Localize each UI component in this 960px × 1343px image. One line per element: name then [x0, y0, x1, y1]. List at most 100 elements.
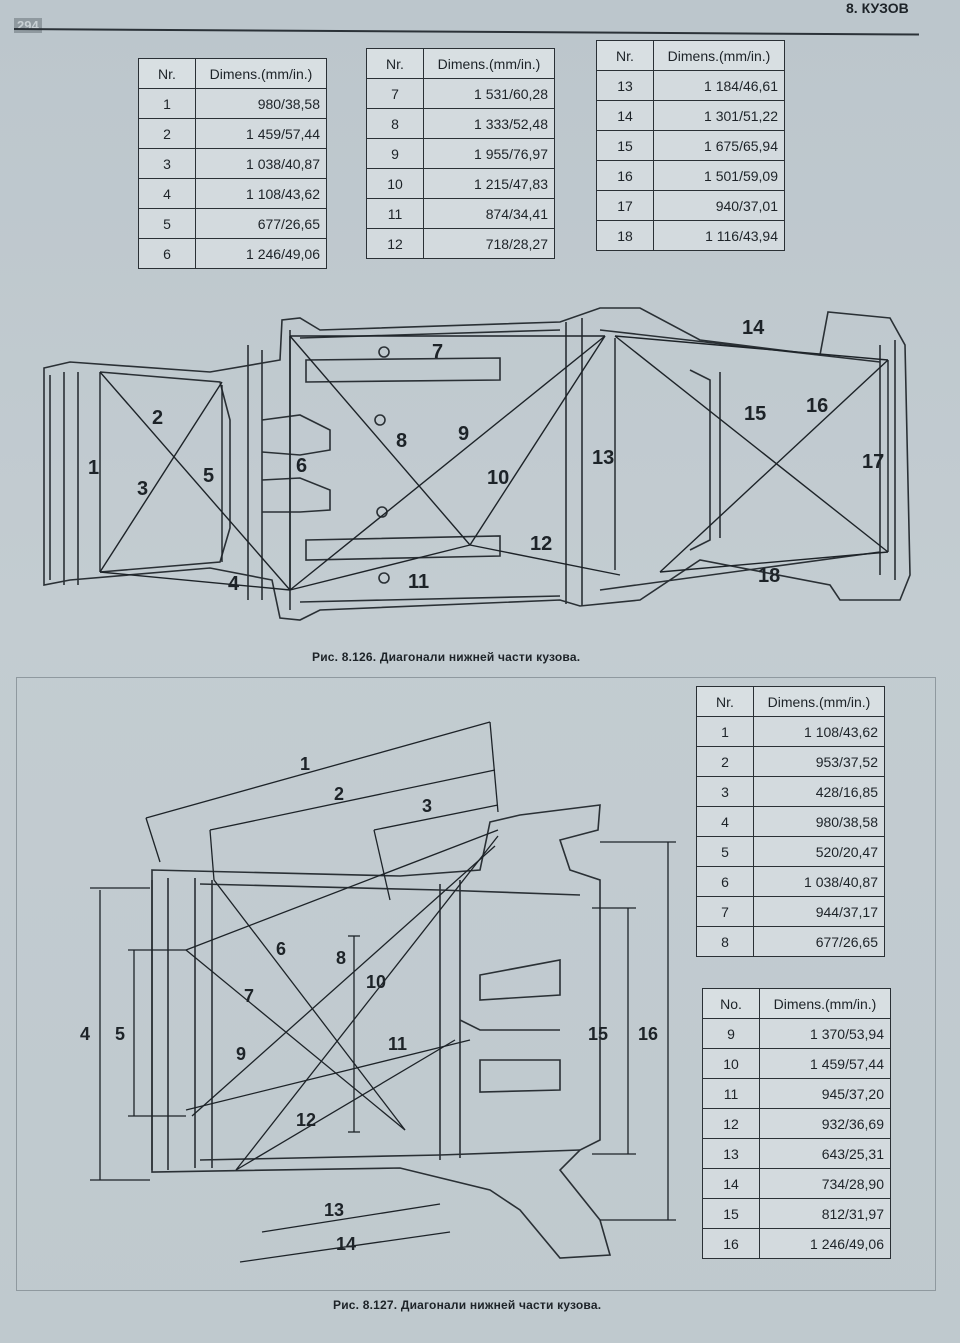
row-dimension: 940/37,01: [653, 190, 785, 221]
row-dimension: 1 116/43,94: [653, 220, 785, 251]
fig2-label-5: 5: [115, 1024, 125, 1044]
fig2-label-14: 14: [336, 1234, 356, 1254]
row-dimension: 1 531/60,28: [423, 78, 555, 109]
row-number: 5: [138, 208, 196, 239]
row-dimension: 1 370/53,94: [759, 1018, 891, 1049]
row-number: 17: [596, 190, 654, 221]
col-dim-header: Dimens.(mm/in.): [759, 988, 891, 1019]
row-number: 9: [702, 1018, 760, 1049]
row-dimension: 1 038/40,87: [195, 148, 327, 179]
row-dimension: 643/25,31: [759, 1138, 891, 1169]
row-dimension: 1 675/65,94: [653, 130, 785, 161]
row-number: 1: [138, 88, 196, 119]
fig2-caption: Рис. 8.127. Диагонали нижней части кузов…: [333, 1298, 602, 1312]
row-dimension: 1 459/57,44: [759, 1048, 891, 1079]
fig1-diagonals: [99, 335, 889, 591]
row-dimension: 980/38,58: [195, 88, 327, 119]
row-dimension: 812/31,97: [759, 1198, 891, 1229]
fig1-mount-holes: [374, 346, 390, 584]
row-dimension: 874/34,41: [423, 198, 555, 229]
fig1-label-16: 16: [806, 395, 828, 417]
fig1-caption: Рис. 8.126. Диагонали нижней части кузов…: [312, 650, 581, 664]
row-dimension: 932/36,69: [759, 1108, 891, 1139]
row-dimension: 1 301/51,22: [653, 100, 785, 131]
fig1-label-17: 17: [862, 451, 884, 473]
row-dimension: 1 108/43,62: [195, 178, 327, 209]
fig1-label-2: 2: [152, 407, 163, 429]
row-number: 16: [596, 160, 654, 191]
row-dimension: 953/37,52: [753, 746, 885, 777]
section-title: 8. КУЗОВ: [846, 0, 909, 16]
fig2-label-10: 10: [366, 972, 386, 992]
row-number: 13: [596, 70, 654, 101]
fig2-label-7: 7: [244, 986, 254, 1006]
row-dimension: 718/28,27: [423, 228, 555, 259]
row-number: 8: [696, 926, 754, 957]
row-dimension: 677/26,65: [195, 208, 327, 239]
col-dim-header: Dimens.(mm/in.): [653, 40, 785, 71]
row-dimension: 944/37,17: [753, 896, 885, 927]
fig1-label-10: 10: [487, 467, 509, 489]
col-dim-header: Dimens.(mm/in.): [423, 48, 555, 79]
row-dimension: 1 246/49,06: [759, 1228, 891, 1259]
fig1-label-4: 4: [228, 573, 240, 595]
row-number: 15: [702, 1198, 760, 1229]
fig1-label-14: 14: [742, 317, 765, 339]
row-number: 2: [696, 746, 754, 777]
fig2-label-15: 15: [588, 1024, 608, 1044]
row-number: 6: [138, 238, 196, 269]
row-number: 2: [138, 118, 196, 149]
fig2-frame-outline: [151, 804, 612, 1259]
row-dimension: 980/38,58: [753, 806, 885, 837]
row-dimension: 1 246/49,06: [195, 238, 327, 269]
row-dimension: 677/26,65: [753, 926, 885, 957]
row-number: 13: [702, 1138, 760, 1169]
fig1-label-11: 11: [408, 571, 429, 593]
row-dimension: 1 501/59,09: [653, 160, 785, 191]
fig2-frame: [16, 677, 936, 1291]
fig2-label-9: 9: [236, 1044, 246, 1064]
row-number: 3: [696, 776, 754, 807]
row-number: 14: [702, 1168, 760, 1199]
fig1-label-9: 9: [458, 423, 469, 445]
fig1-label-8: 8: [396, 430, 407, 452]
fig2-label-4: 4: [80, 1024, 90, 1044]
fig2-dimension-lines: [90, 721, 676, 1263]
row-dimension: 1 459/57,44: [195, 118, 327, 149]
fig1-label-6: 6: [296, 455, 307, 477]
col-dim-header: Dimens.(mm/in.): [195, 58, 327, 89]
fig2-label-12: 12: [296, 1110, 316, 1130]
fig1-label-7: 7: [432, 341, 443, 363]
fig2-label-11: 11: [388, 1034, 407, 1054]
col-nr-header: Nr.: [138, 58, 196, 89]
row-dimension: 734/28,90: [759, 1168, 891, 1199]
fig2-label-13: 13: [324, 1200, 344, 1220]
fig2-label-6: 6: [276, 939, 286, 959]
row-dimension: 428/16,85: [753, 776, 885, 807]
row-number: 11: [702, 1078, 760, 1109]
fig2-label-2: 2: [334, 784, 344, 804]
fig1-label-12: 12: [530, 533, 552, 555]
